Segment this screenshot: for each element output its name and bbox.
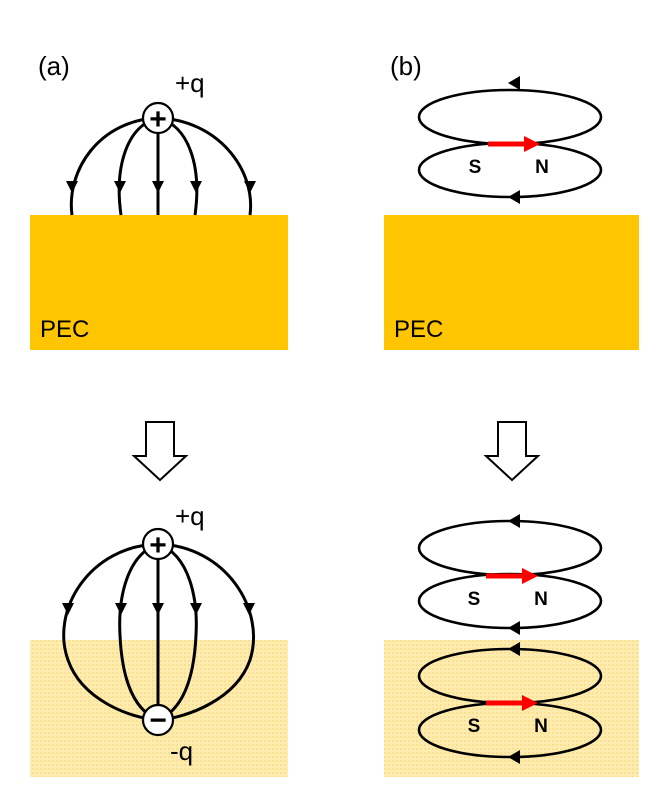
field-line	[118, 542, 159, 722]
positive-charge	[141, 527, 175, 561]
panel-label-a: (a)	[38, 51, 70, 81]
panel-b-bottom: S N S N	[384, 514, 639, 777]
field-line	[157, 542, 198, 722]
loop-arrow	[508, 621, 520, 635]
loop-arrow	[508, 750, 520, 764]
field-loop-lower	[417, 572, 603, 630]
south-pole-label: S	[469, 157, 482, 178]
transform-arrow-b	[483, 421, 541, 482]
charge-label-minus-q: -q	[170, 736, 193, 766]
field-arrow	[244, 181, 256, 193]
loop-arrow	[508, 514, 520, 528]
north-pole-label: N	[535, 157, 549, 178]
pec-label: PEC	[394, 316, 443, 343]
north-pole-label: N	[534, 589, 548, 610]
negative-image-charge	[141, 703, 175, 737]
field-arrow	[66, 181, 78, 193]
field-line	[62, 542, 159, 722]
negative-sign: −	[149, 704, 167, 737]
field-arrow	[62, 603, 74, 615]
field-line	[69, 116, 159, 216]
magnet-arrowhead	[522, 568, 538, 584]
loop-arrow	[508, 190, 520, 204]
charge-label-plus-q: +q	[175, 501, 205, 531]
south-pole-label: S	[468, 716, 481, 737]
field-arrow	[115, 603, 127, 615]
positive-sign: +	[149, 529, 167, 562]
field-arrow	[190, 181, 202, 193]
pec-slab	[30, 215, 288, 350]
south-pole-label: S	[468, 589, 481, 610]
transform-arrow-a	[131, 421, 189, 482]
field-arrow	[114, 181, 126, 193]
field-line	[157, 116, 253, 216]
field-line	[157, 542, 256, 722]
field-arrow	[243, 603, 255, 615]
magnet-arrowhead	[524, 136, 540, 152]
charge-label-plus-q: +q	[175, 68, 205, 98]
pec-image-region	[384, 640, 639, 777]
loop-arrow	[508, 642, 520, 656]
pec-label: PEC	[40, 316, 89, 343]
panel-a-top: PEC + +q	[30, 68, 288, 350]
positive-charge	[141, 101, 175, 135]
image-magnet-arrowhead	[522, 695, 538, 711]
loop-arrow	[508, 76, 520, 90]
field-arrow	[152, 181, 164, 193]
pec-slab	[384, 215, 639, 350]
field-loop-upper	[417, 519, 603, 577]
field-arrow	[152, 603, 164, 615]
positive-sign: +	[149, 103, 167, 136]
field-loop-upper	[417, 88, 603, 146]
panel-b-top: PEC S N	[384, 76, 639, 350]
panel-a-bottom: + +q − -q	[30, 501, 288, 777]
field-arrow	[190, 603, 202, 615]
field-loop-lower	[417, 141, 603, 199]
north-pole-label: N	[534, 716, 548, 737]
panel-label-b: (b)	[390, 51, 422, 81]
